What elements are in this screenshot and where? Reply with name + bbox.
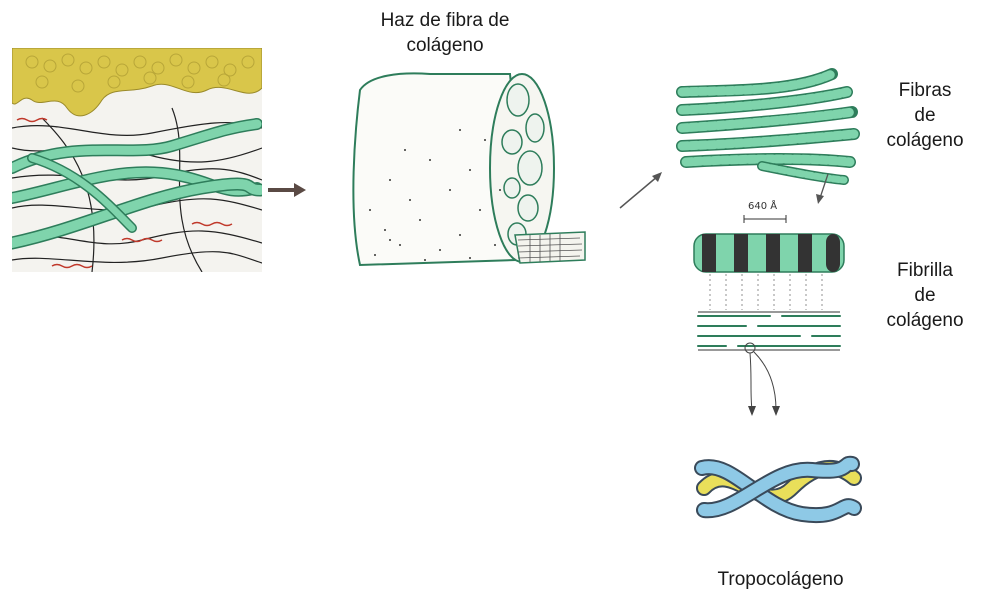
period-marker [740,214,790,224]
period-label: 640 Å [748,201,777,212]
collagen-fibers-illustration [672,62,867,212]
arrow-to-fibers [618,168,666,210]
fibril-label-line-3: colágeno [870,308,980,333]
fibers-label-line-1: Fibras [870,78,980,103]
fibers-label-line-3: colágeno [870,128,980,153]
tropocollagen-helix-illustration [692,448,862,530]
arrow-to-bundle [268,182,308,198]
bundle-title-line-2: colágeno [340,33,550,58]
bundle-title: Haz de fibra de colágeno [340,8,550,58]
tissue-section-illustration [12,48,262,272]
fibril-label-line-1: Fibrilla [870,258,980,283]
fiber-bundle-illustration [330,60,595,275]
fibril-label-line-2: de [870,283,980,308]
bundle-title-line-1: Haz de fibra de [340,8,550,33]
fibers-label-line-2: de [870,103,980,128]
tropocollagen-label: Tropocolágeno [688,567,873,592]
fibers-label: Fibras de colágeno [870,78,980,153]
fibril-label: Fibrilla de colágeno [870,258,980,333]
collagen-fibril-illustration [690,228,850,428]
